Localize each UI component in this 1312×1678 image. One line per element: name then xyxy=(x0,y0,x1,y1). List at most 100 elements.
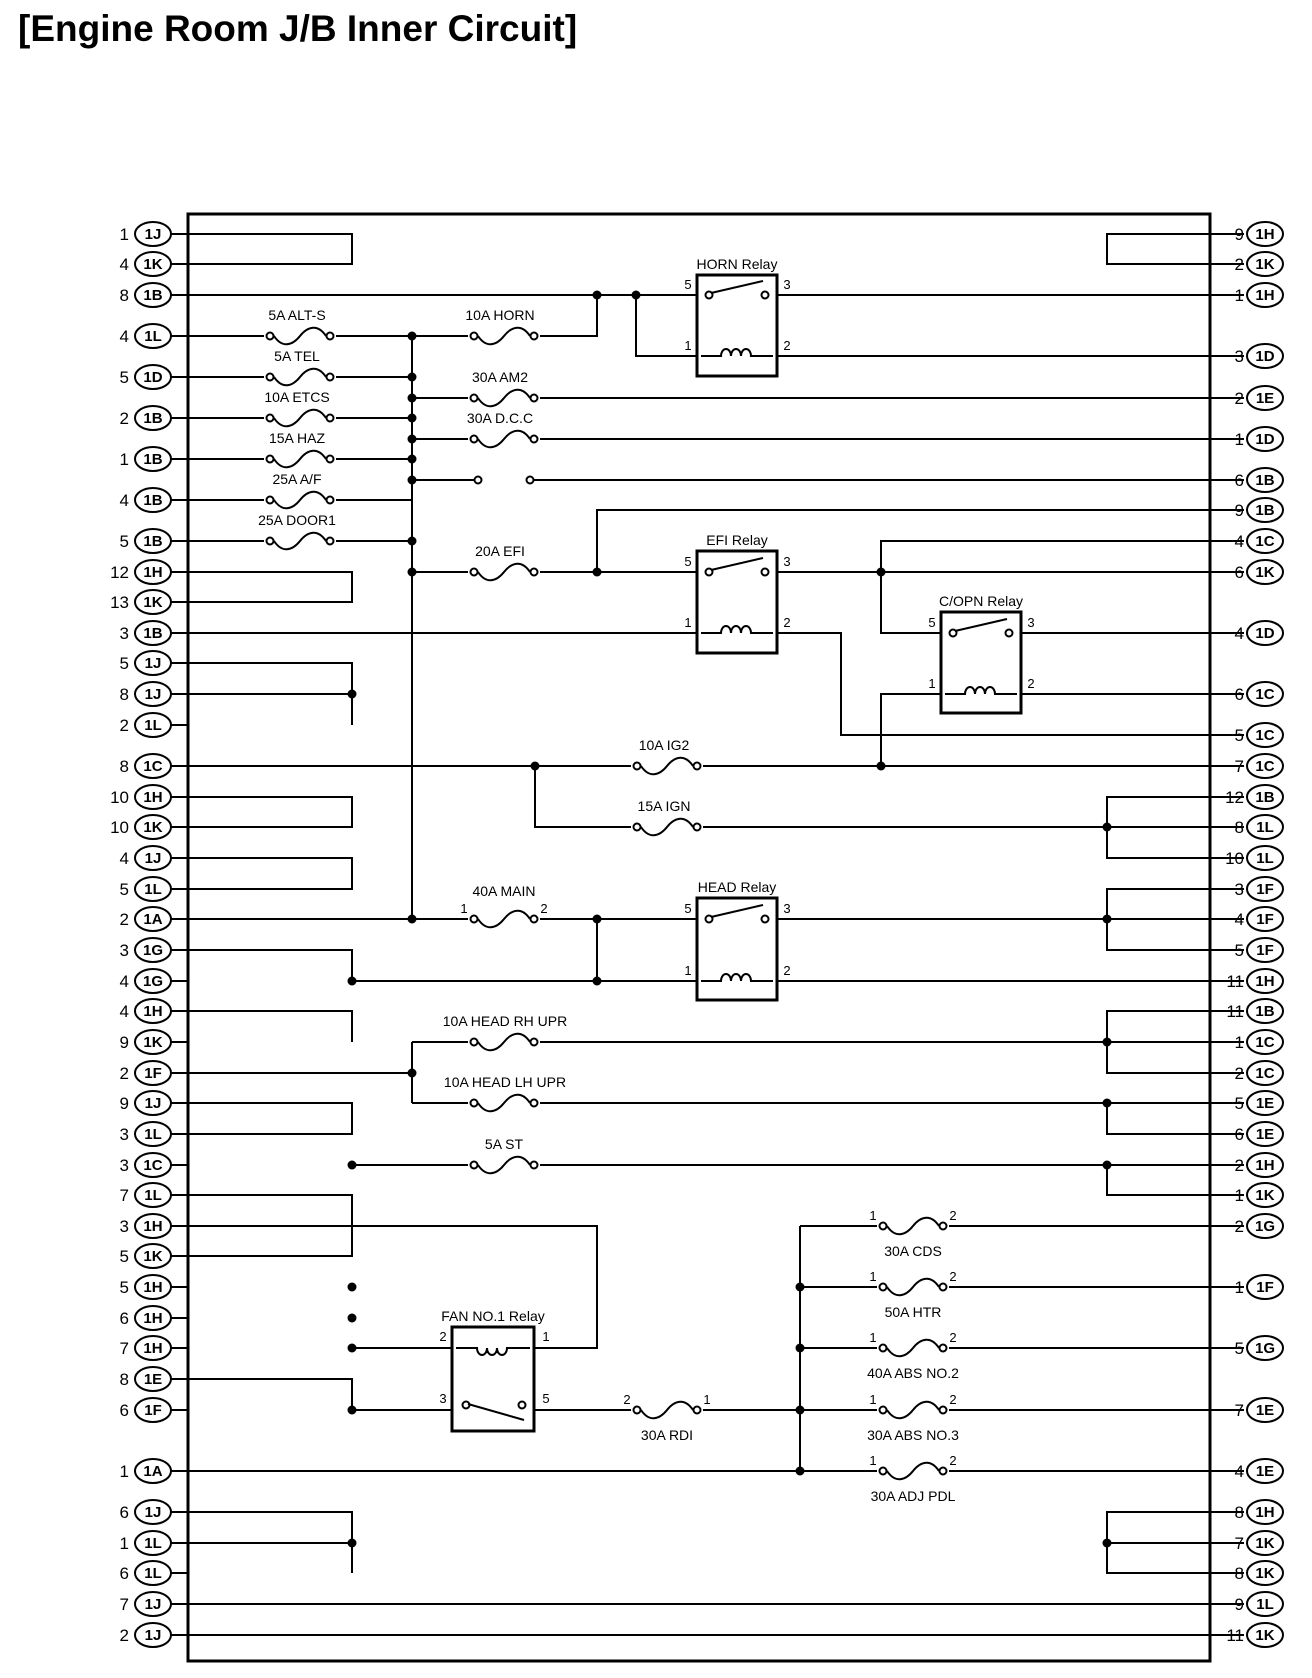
connector-id: 1J xyxy=(145,1627,162,1644)
fuse-terminal xyxy=(265,495,275,505)
fuse-element xyxy=(640,817,694,837)
junction-dot xyxy=(407,434,417,444)
connector-id: 1J xyxy=(145,1095,162,1112)
junction-dot xyxy=(407,536,417,546)
connector-oval xyxy=(1246,221,1284,247)
pin-number: 9 xyxy=(1235,225,1244,244)
wire-1 xyxy=(188,571,353,603)
switch-arm xyxy=(954,618,1008,632)
fuse-terminal xyxy=(265,413,275,423)
fuse-label: 30A AM2 xyxy=(472,369,528,385)
pin-number: 2 xyxy=(1235,1064,1244,1083)
fuse-terminal xyxy=(265,454,275,464)
fuse-terminal-number: 2 xyxy=(949,1453,956,1468)
connector-id: 1D xyxy=(1255,348,1274,365)
connector-oval xyxy=(1246,1335,1284,1361)
pin-number: 2 xyxy=(120,1626,129,1645)
switch-arm xyxy=(710,557,764,571)
switch-contact xyxy=(704,914,714,924)
connector-id: 1K xyxy=(143,1034,162,1051)
fuse-terminal xyxy=(529,393,539,403)
pin-number: 6 xyxy=(120,1309,129,1328)
fuse-terminal xyxy=(469,1037,479,1047)
pin-number: 2 xyxy=(1235,255,1244,274)
fuse-label: 10A HEAD RH UPR xyxy=(443,1013,567,1029)
pin-number: 2 xyxy=(120,910,129,929)
fuse-alt-s: 5A ALT-S xyxy=(264,307,336,346)
connector-id: 1E xyxy=(1256,1463,1274,1480)
pin-number: 4 xyxy=(1235,1462,1244,1481)
connector-oval xyxy=(1246,1090,1284,1116)
pin-number: 4 xyxy=(120,255,129,274)
junction-dot xyxy=(407,454,417,464)
fuse-label: 10A HORN xyxy=(465,307,534,323)
fuse-label: 40A MAIN xyxy=(472,883,535,899)
connector-id: 1C xyxy=(1255,1065,1274,1082)
fuse-terminal xyxy=(325,331,335,341)
pin-number: 2 xyxy=(1235,389,1244,408)
connector-id: 1B xyxy=(143,410,162,427)
junction-dot xyxy=(631,290,641,300)
pin-number: 1 xyxy=(120,1534,129,1553)
pin-number: 11 xyxy=(1226,1626,1244,1645)
junction-dot xyxy=(592,914,602,924)
relay-label: EFI Relay xyxy=(706,532,767,548)
fuse-terminal-number: 1 xyxy=(869,1392,876,1407)
connector-id: 1K xyxy=(143,594,162,611)
junction-dot xyxy=(876,567,886,577)
wire-12 xyxy=(188,1511,353,1573)
pin-number: 3 xyxy=(1235,880,1244,899)
connector-id: 1H xyxy=(1255,287,1274,304)
pin-number: 4 xyxy=(1235,624,1244,643)
pin-number: 1 xyxy=(120,225,129,244)
relay-body xyxy=(695,549,779,655)
connector-id: 1F xyxy=(1256,942,1274,959)
fuse-terminal-number: 2 xyxy=(949,1392,956,1407)
junction-dot xyxy=(1102,822,1112,832)
fuse-element xyxy=(886,1461,940,1481)
fuse-terminal xyxy=(692,822,702,832)
fuse-element xyxy=(886,1400,940,1420)
connector-id: 1K xyxy=(1255,564,1274,581)
fuse-terminal xyxy=(469,567,479,577)
wire-10 xyxy=(188,1195,353,1257)
fuse-element xyxy=(477,562,531,582)
right-pin-1E-4: 4 1E xyxy=(1210,1458,1284,1484)
fuse-element xyxy=(477,326,531,346)
connector-id: 1L xyxy=(1256,1596,1274,1613)
pin-number: 4 xyxy=(1235,532,1244,551)
junction-dot xyxy=(592,290,602,300)
junction-dot xyxy=(347,1282,357,1292)
relay-body xyxy=(695,896,779,1002)
pin-number: 2 xyxy=(120,409,129,428)
pin-number: 4 xyxy=(120,327,129,346)
fuse-label: 30A RDI xyxy=(641,1427,693,1443)
switch-contact xyxy=(517,1400,527,1410)
connector-oval xyxy=(1246,1182,1284,1208)
pin-number: 8 xyxy=(120,685,129,704)
fuse-tel: 5A TEL xyxy=(264,348,336,387)
fuse-terminal xyxy=(692,1405,702,1415)
wire-44 xyxy=(596,509,1210,572)
connector-id: 1D xyxy=(143,369,162,386)
connector-id: 1G xyxy=(143,973,163,990)
connector-oval xyxy=(1246,497,1284,523)
connector-id: 1G xyxy=(1255,1218,1275,1235)
fuse-terminal-number: 2 xyxy=(540,901,547,916)
